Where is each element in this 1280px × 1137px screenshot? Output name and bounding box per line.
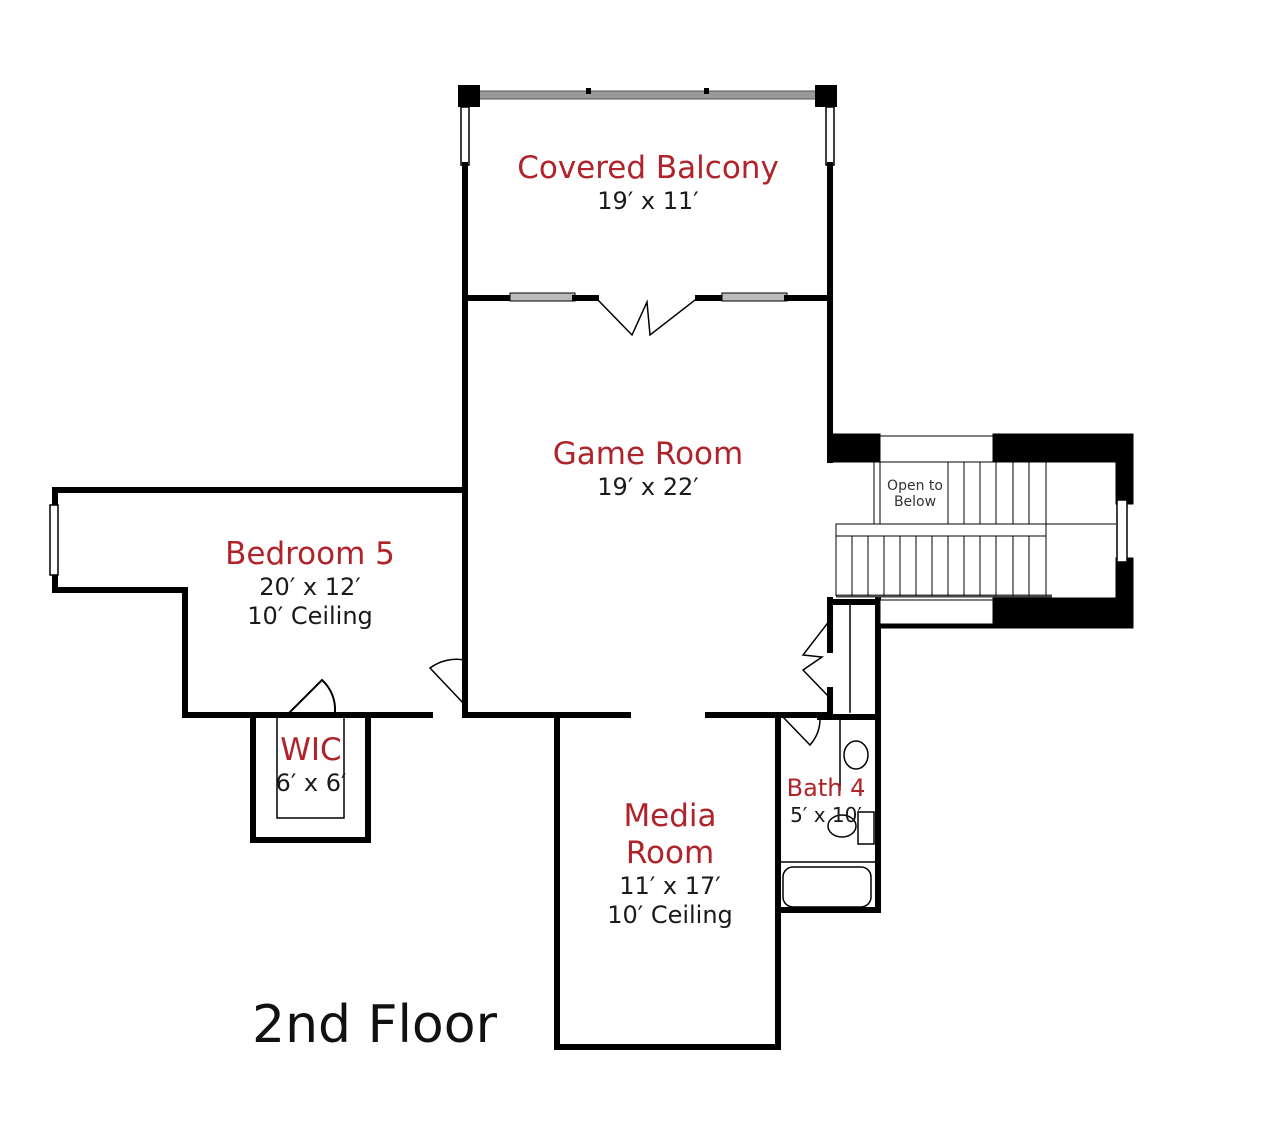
door — [288, 678, 337, 714]
room-name: Media — [623, 798, 717, 834]
note-line: Below — [893, 494, 937, 511]
room-name: Bath 4 — [786, 774, 866, 802]
room-name: Game Room — [552, 436, 744, 472]
room-wic: WIC 6′ x 6′ — [276, 732, 347, 798]
door — [780, 714, 821, 747]
column — [704, 88, 709, 94]
room-size: 5′ x 10′ — [790, 802, 862, 827]
room-size: 19′ x 22′ — [597, 473, 699, 502]
door — [428, 658, 467, 707]
window — [460, 106, 470, 166]
room-game-room: Game Room 19′ x 22′ — [553, 436, 743, 502]
room-size: 20′ x 12′ — [259, 573, 361, 602]
room-media-room: Media Room 11′ x 17′ 10′ Ceiling — [607, 798, 733, 930]
column — [815, 85, 837, 107]
room-bedroom-5: Bedroom 5 20′ x 12′ 10′ Ceiling — [225, 536, 395, 631]
bathtub-icon — [782, 866, 872, 908]
room-bath-4: Bath 4 5′ x 10′ — [787, 774, 866, 827]
stair — [829, 433, 1134, 629]
window — [49, 504, 59, 576]
room-size: 19′ x 11′ — [597, 187, 699, 216]
room-name: Bedroom 5 — [225, 536, 395, 572]
window — [509, 292, 576, 302]
sink-icon — [843, 740, 869, 770]
walls — [49, 85, 881, 1050]
window — [825, 106, 835, 166]
bifold-door — [801, 618, 832, 700]
floor-title: 2nd Floor — [252, 995, 497, 1055]
room-name: WIC — [280, 732, 342, 768]
room-size: 11′ x 17′ — [619, 872, 721, 901]
toilet-tank — [857, 811, 875, 845]
column — [586, 88, 591, 94]
window — [721, 292, 788, 302]
room-name-line2: Room — [625, 835, 715, 872]
room-covered-balcony: Covered Balcony 19′ x 11′ — [517, 150, 779, 216]
note-line: Open to — [887, 478, 943, 494]
room-ceiling: 10′ Ceiling — [607, 901, 733, 930]
room-size: 6′ x 6′ — [275, 769, 347, 798]
balcony-rail — [469, 90, 826, 100]
column — [458, 85, 480, 107]
room-ceiling: 10′ Ceiling — [247, 601, 373, 630]
french-door — [596, 298, 697, 337]
toilet-icon — [827, 814, 857, 838]
room-name: Covered Balcony — [517, 150, 779, 186]
open-to-below-note: Open to Below — [887, 478, 943, 510]
